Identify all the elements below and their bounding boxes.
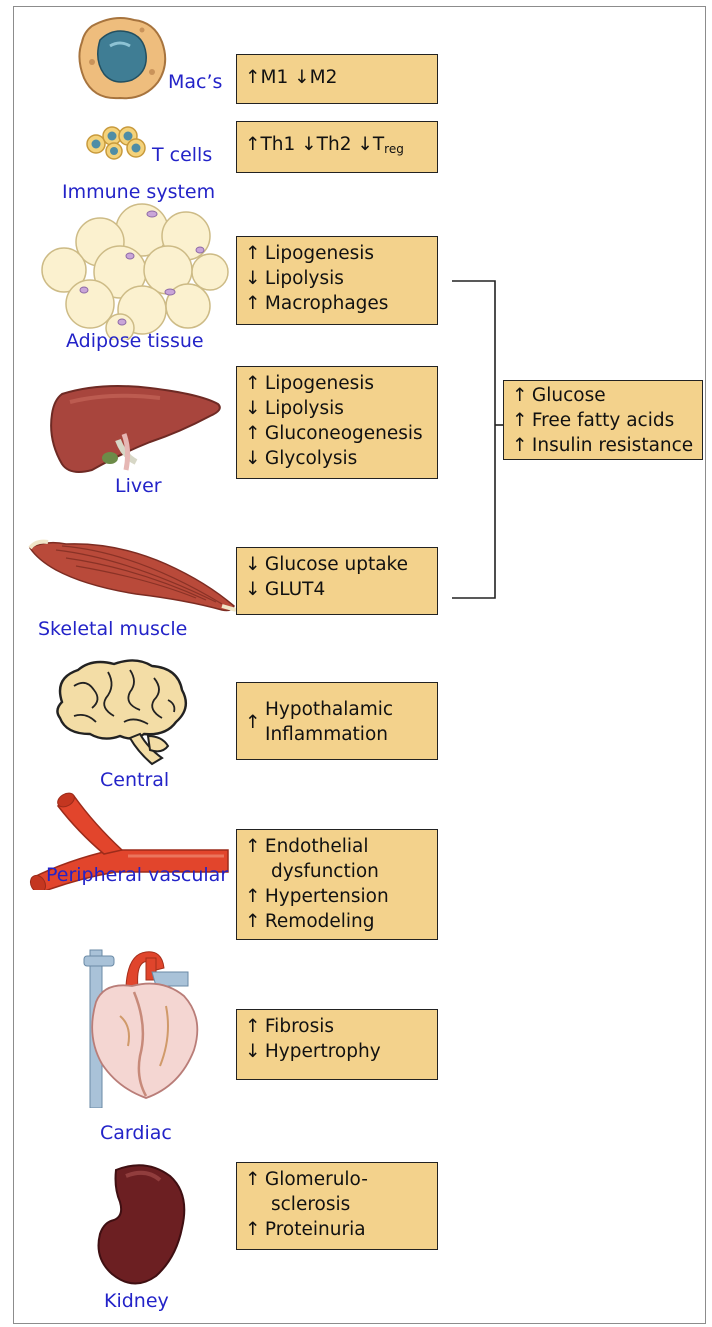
kidney-illustration <box>86 1158 196 1288</box>
adipose-tissue-illustration <box>40 200 230 340</box>
t-cells-label: T cells <box>152 143 212 167</box>
liver-effect-1: ↑ Lipogenesis <box>245 371 429 396</box>
macrophage-illustration <box>72 12 172 104</box>
cardiac-label: Cardiac <box>100 1121 172 1145</box>
central-arrow: ↑ <box>245 710 259 735</box>
kidney-effects-box: ↑ Glomerulo- sclerosis ↑ Proteinuria <box>236 1162 438 1250</box>
kidney-effect-1-cont: sclerosis <box>245 1192 429 1217</box>
liver-effects-box: ↑ Lipogenesis ↓ Lipolysis ↑ Gluconeogene… <box>236 366 438 479</box>
adipose-tissue-label: Adipose tissue <box>66 329 204 353</box>
metabolic-outcome-2: ↑ Free fatty acids <box>512 408 694 433</box>
muscle-effect-1: ↓ Glucose uptake <box>245 552 429 577</box>
kidney-effect-2: ↑ Proteinuria <box>245 1217 429 1242</box>
kidney-label: Kidney <box>104 1289 169 1313</box>
metabolic-outcome-box: ↑ Glucose ↑ Free fatty acids ↑ Insulin r… <box>503 380 703 460</box>
kidney-effect-1: ↑ Glomerulo- <box>245 1167 429 1192</box>
t-cells-illustration <box>84 124 150 160</box>
t-cell-balance-text: ↑Th1 ↓Th2 ↓Treg <box>245 132 429 162</box>
metabolic-outcome-1: ↑ Glucose <box>512 383 694 408</box>
brain-illustration <box>44 656 194 768</box>
skeletal-muscle-illustration <box>26 534 238 616</box>
t-cell-balance-box: ↑Th1 ↓Th2 ↓Treg <box>236 121 438 173</box>
liver-effect-2: ↓ Lipolysis <box>245 396 429 421</box>
metabolic-bracket <box>438 270 508 610</box>
macrophage-polarization-text: ↑M1 ↓M2 <box>245 65 429 90</box>
muscle-effect-2: ↓ GLUT4 <box>245 577 429 602</box>
vascular-effect-3: ↑ Remodeling <box>245 909 429 934</box>
liver-effect-3: ↑ Gluconeogenesis <box>245 421 429 446</box>
vascular-effects-box: ↑ Endothelial dysfunction ↑ Hypertension… <box>236 829 438 940</box>
vascular-effect-1: ↑ Endothelial <box>245 834 429 859</box>
adipose-effect-3: ↑ Macrophages <box>245 291 429 316</box>
vascular-effect-1-cont: dysfunction <box>245 859 429 884</box>
cardiac-effect-2: ↓ Hypertrophy <box>245 1039 429 1064</box>
cardiac-effect-1: ↑ Fibrosis <box>245 1014 429 1039</box>
adipose-effects-box: ↑ Lipogenesis ↓ Lipolysis ↑ Macrophages <box>236 236 438 325</box>
muscle-effects-box: ↓ Glucose uptake ↓ GLUT4 <box>236 547 438 615</box>
peripheral-vascular-label: Peripheral vascular <box>46 863 228 887</box>
t-cell-balance-main: ↑Th1 ↓Th2 ↓T <box>245 134 384 155</box>
t-cell-reg-subscript: reg <box>384 142 404 156</box>
central-effect-line-1: Hypothalamic <box>265 697 393 722</box>
central-effect-line-2: Inflammation <box>265 722 393 747</box>
central-effects-box: ↑ Hypothalamic Inflammation <box>236 682 438 760</box>
vascular-effect-2: ↑ Hypertension <box>245 884 429 909</box>
adipose-effect-1: ↑ Lipogenesis <box>245 241 429 266</box>
liver-label: Liver <box>115 474 162 498</box>
metabolic-outcome-3: ↑ Insulin resistance <box>512 433 694 458</box>
liver-illustration <box>40 380 230 480</box>
skeletal-muscle-label: Skeletal muscle <box>38 617 187 641</box>
heart-illustration <box>76 946 206 1108</box>
liver-effect-4: ↓ Glycolysis <box>245 446 429 471</box>
macrophage-polarization-box: ↑M1 ↓M2 <box>236 54 438 104</box>
macs-label: Mac’s <box>168 70 222 94</box>
cardiac-effects-box: ↑ Fibrosis ↓ Hypertrophy <box>236 1009 438 1080</box>
central-effect: ↑ Hypothalamic Inflammation <box>245 697 429 747</box>
adipose-effect-2: ↓ Lipolysis <box>245 266 429 291</box>
